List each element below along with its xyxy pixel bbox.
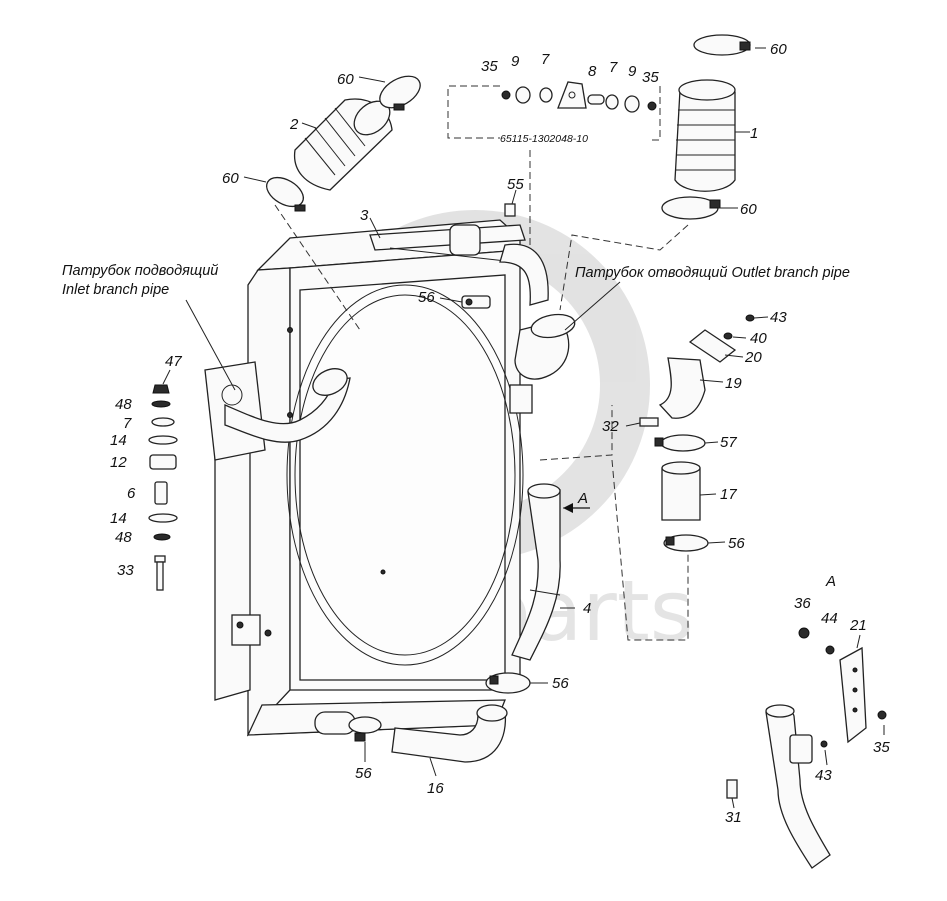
right-elbow-group	[639, 314, 755, 552]
part-4-long-pipe	[511, 483, 561, 661]
part-60-clamp-lower-right	[661, 196, 721, 220]
callout-36: 36	[794, 595, 811, 612]
callout-31: 31	[725, 809, 742, 826]
view-a-title: A	[825, 573, 836, 590]
callout-1: 1	[750, 125, 758, 142]
callout-55: 55	[507, 176, 524, 193]
view-a-group	[726, 627, 887, 869]
callout-56: 56	[728, 535, 745, 552]
leader-lines	[162, 47, 885, 809]
callout-43: 43	[770, 309, 787, 326]
callout-7: 7	[541, 51, 550, 68]
outlet-caption: Патрубок отводящий Outlet branch pipe	[575, 265, 850, 281]
callout-14: 14	[110, 510, 127, 527]
assembly-lines	[274, 85, 689, 641]
callout-60: 60	[337, 71, 354, 88]
part-56-clamp-bottom	[348, 716, 382, 742]
callout-14: 14	[110, 432, 127, 449]
mounting-hardware-stack	[148, 384, 178, 591]
part-60-clamp-upper-left	[379, 75, 421, 111]
view-a-arrow-head	[563, 503, 573, 513]
callout-57: 57	[720, 434, 737, 451]
callout-35: 35	[481, 58, 498, 75]
callout-9: 9	[628, 63, 637, 80]
callout-7: 7	[123, 415, 132, 432]
inlet-caption-ru: Патрубок подводящий	[62, 263, 218, 279]
callout-56: 56	[418, 289, 435, 306]
callout-60: 60	[222, 170, 239, 187]
view-a-arrow-label: A	[577, 490, 588, 507]
callout-numbers: 60 2 60 3 35 9 7 8 7 9 35 60 1 60 55 56 …	[110, 41, 890, 826]
callout-3: 3	[360, 207, 369, 224]
callout-40: 40	[750, 330, 767, 347]
callout-48: 48	[115, 529, 132, 546]
callout-60: 60	[740, 201, 757, 218]
callout-21: 21	[849, 617, 867, 634]
part-56-clamp-top	[461, 295, 491, 309]
callout-7: 7	[609, 59, 618, 76]
callout-44: 44	[821, 610, 838, 627]
callout-60: 60	[770, 41, 787, 58]
callout-8: 8	[588, 63, 597, 80]
part-60-clamp-lower-left	[266, 176, 306, 212]
callout-6: 6	[127, 485, 136, 502]
part-1-corrugated-hose	[674, 79, 736, 192]
callout-56: 56	[552, 675, 569, 692]
callout-35: 35	[642, 69, 659, 86]
callout-16: 16	[427, 780, 444, 797]
upper-outlet-pipe	[499, 243, 549, 306]
inlet-caption-en: Inlet branch pipe	[62, 282, 169, 298]
callout-35: 35	[873, 739, 890, 756]
kit-code-label: 65115-1302048-10	[500, 133, 588, 145]
callout-56: 56	[355, 765, 372, 782]
callout-43: 43	[815, 767, 832, 784]
callout-47: 47	[165, 353, 182, 370]
callout-9: 9	[511, 53, 520, 70]
kit-small-parts	[501, 81, 657, 113]
part-60-clamp-upper-right	[693, 34, 751, 56]
callout-32: 32	[602, 418, 619, 435]
part-55-bolt	[504, 203, 516, 217]
part-16-bent-pipe	[391, 704, 508, 763]
callout-17: 17	[720, 486, 737, 503]
callout-20: 20	[744, 349, 762, 366]
part-56-clamp-right	[485, 672, 531, 694]
callout-33: 33	[117, 562, 134, 579]
callout-48: 48	[115, 396, 132, 413]
callout-4: 4	[583, 600, 591, 617]
callout-12: 12	[110, 454, 127, 471]
callout-19: 19	[725, 375, 742, 392]
radiator-assembly	[204, 219, 533, 737]
callout-2: 2	[289, 116, 299, 133]
inlet-branch-pipe	[224, 377, 351, 443]
part-2-corrugated-hose	[293, 98, 393, 191]
